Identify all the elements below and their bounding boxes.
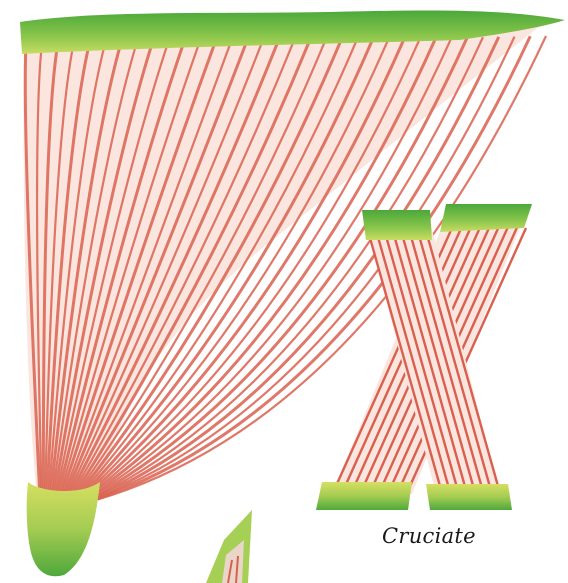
cruciate-caption: Cruciate <box>382 524 476 548</box>
partial-muscle-fragment <box>206 510 252 583</box>
convergent-bottom-tendon <box>27 482 100 576</box>
